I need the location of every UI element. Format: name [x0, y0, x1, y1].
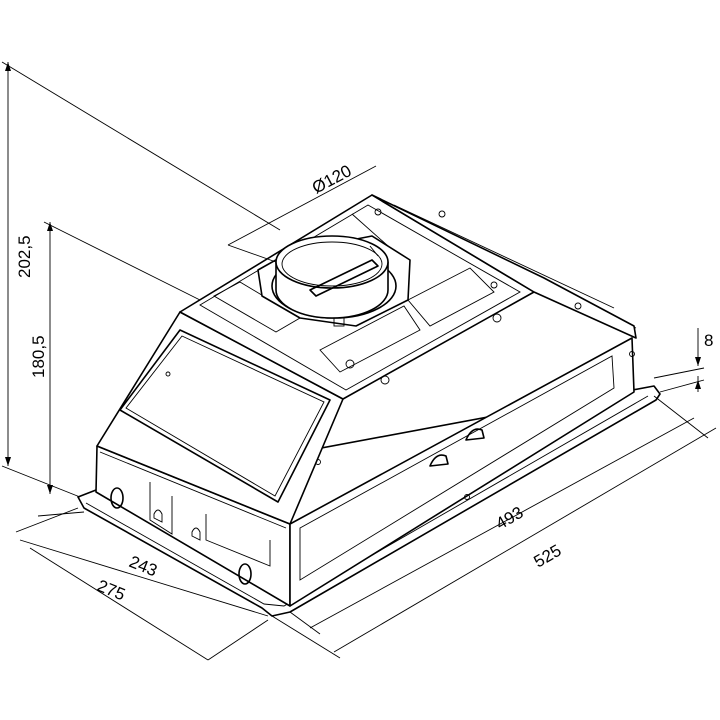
filter-panel — [119, 329, 331, 503]
dimension-lines — [1, 61, 717, 661]
dim-inner-width: 493 — [493, 503, 527, 534]
side-handle-icon-2 — [465, 428, 485, 441]
screw-icon-2 — [380, 375, 390, 385]
dim-outer-width: 525 — [531, 541, 565, 572]
side-handle-icon — [429, 454, 449, 467]
front-right-knob-icon — [238, 563, 252, 585]
top-recess-right — [407, 267, 495, 327]
front-clip-icon-2 — [191, 527, 201, 541]
dim-total-height: 202,5 — [15, 235, 34, 278]
screw-icon-3 — [492, 313, 502, 323]
dim-outer-depth: 275 — [95, 576, 128, 604]
front-left-knob-icon — [110, 487, 124, 509]
damper-flap — [309, 259, 379, 297]
dim-flange-thickness: 8 — [704, 331, 713, 350]
dim-body-height: 180,5 — [29, 335, 48, 378]
outlet-collar — [257, 235, 411, 327]
dim-diameter: Ø120 — [309, 161, 355, 197]
screw-icon — [345, 359, 355, 369]
dim-inner-depth: 243 — [127, 552, 160, 580]
top-recess-center — [319, 305, 421, 373]
front-clip-icon — [153, 509, 163, 523]
collar-latch-icon — [333, 317, 345, 327]
